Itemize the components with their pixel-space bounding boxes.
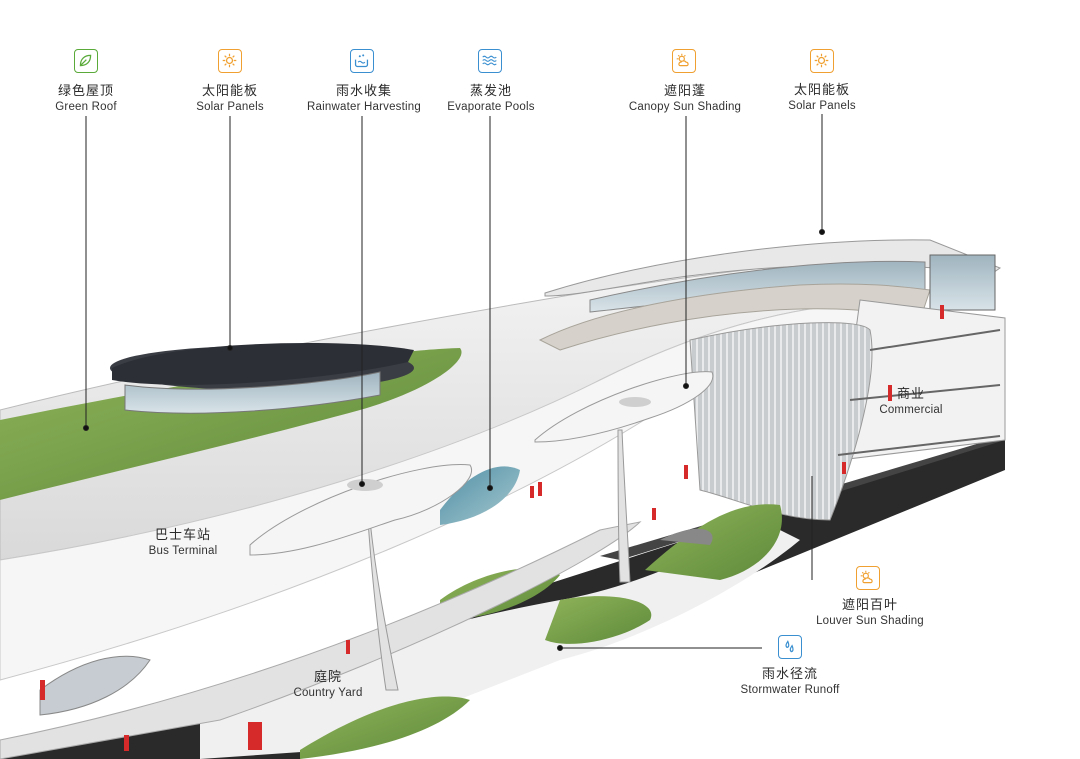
label-zh: 太阳能板 [201,84,259,99]
label-zh: 庭院 [313,670,342,685]
label-zh: 商业 [896,387,925,402]
label-zh: 雨水径流 [761,667,818,682]
water-collect-icon [350,49,374,73]
label-rainwater-harvesting: 雨水收集 Rainwater Harvesting [307,84,421,114]
solar-pavilion [110,343,414,414]
label-en: Rainwater Harvesting [307,101,421,113]
leaf-icon [74,49,98,73]
label-zh: 绿色屋顶 [57,84,115,99]
label-green-roof: 绿色屋顶 Green Roof [55,84,116,114]
canopy-funnel-right [534,371,714,583]
label-en: Commercial [879,404,943,416]
canopy-funnel-left [249,464,473,691]
label-canopy-sun-shading: 遮阳蓬 Canopy Sun Shading [629,84,741,114]
waves-icon [478,49,502,73]
evaporate-pool [440,466,520,525]
sun-cloud-icon [856,566,880,590]
bus-ramp [0,521,642,759]
label-commercial: 商业 Commercial [879,387,942,417]
label-en: Bus Terminal [148,545,218,557]
sun-icon [218,49,242,73]
label-zh: 遮阳蓬 [663,84,707,99]
label-en: Solar Panels [788,100,856,112]
label-zh: 蒸发池 [469,84,513,99]
label-zh: 遮阳百叶 [841,598,899,613]
courtyard-ground [200,466,800,759]
label-en: Country Yard [293,687,363,699]
droplets-icon [778,635,802,659]
label-zh: 雨水收集 [335,84,392,99]
sun-cloud-icon [672,49,696,73]
label-zh: 太阳能板 [793,83,851,98]
label-en: Stormwater Runoff [740,684,840,696]
label-louver-sun-shading: 遮阳百叶 Louver Sun Shading [816,598,924,628]
label-bus-terminal: 巴士车站 Bus Terminal [149,528,218,558]
label-stormwater-runoff: 雨水径流 Stormwater Runoff [740,667,839,697]
label-solar-panels-1: 太阳能板 Solar Panels [196,84,264,114]
label-en: Green Roof [55,101,117,113]
label-solar-panels-2: 太阳能板 Solar Panels [788,83,856,113]
label-country-yard: 庭院 Country Yard [293,670,362,700]
commercial-block [689,299,1006,521]
label-en: Louver Sun Shading [816,615,924,627]
leader-lines [83,114,825,651]
label-en: Solar Panels [196,101,264,113]
label-zh: 巴士车站 [154,528,212,543]
label-evaporate-pools: 蒸发池 Evaporate Pools [447,84,534,114]
people-figures [40,305,944,751]
sun-icon [810,49,834,73]
label-en: Canopy Sun Shading [628,101,742,113]
upper-terraces [538,239,1002,351]
label-en: Evaporate Pools [447,101,535,113]
